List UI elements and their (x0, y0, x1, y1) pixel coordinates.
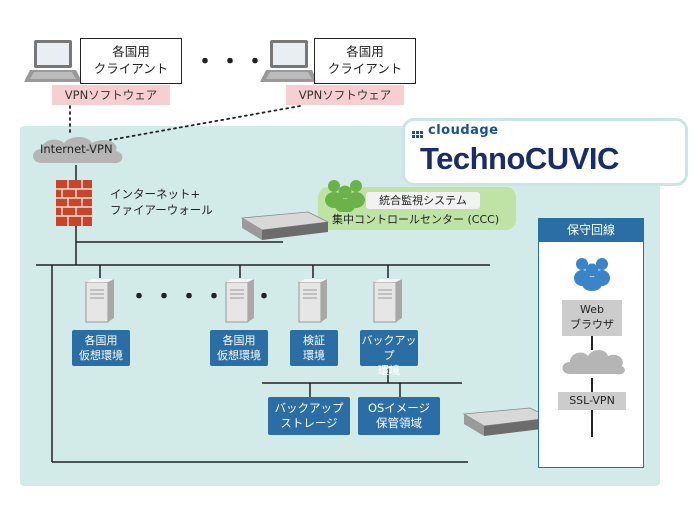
logo-frame (402, 118, 688, 186)
network-switch-icon (460, 404, 552, 448)
storage-label-line1: OSイメージ (367, 401, 431, 415)
firewall-label-line2: ファイアーウォール (110, 203, 213, 217)
storage-label: バックアップ ストレージ (268, 397, 350, 435)
laptop-icon (22, 38, 82, 90)
storage-label-line1: バックアップ (274, 401, 344, 415)
server-label: 各国用 仮想環境 (210, 330, 268, 366)
client-box: 各国用 クライアント (314, 38, 416, 84)
people-icon (322, 178, 368, 216)
server-label-line2: 環境 (378, 364, 400, 377)
server-label-line1: 検証 (303, 334, 325, 347)
cloud-icon (560, 346, 626, 384)
people-icon (572, 256, 612, 296)
server-label: 各国用 仮想環境 (72, 330, 130, 366)
maintenance-connector (591, 410, 593, 437)
web-label-line1: Web (580, 303, 604, 316)
ccc-title: 統合監視システム (366, 192, 480, 209)
network-switch-icon (238, 208, 330, 248)
storage-label-line2: 保管領域 (376, 416, 422, 430)
server-icon (297, 278, 329, 328)
ssl-vpn-label: SSL-VPN (558, 392, 626, 410)
logo-small-text: cloudage (428, 123, 499, 138)
maintenance-title: 保守回線 (538, 218, 644, 242)
vpn-software-label: VPNソフトウェア (52, 85, 170, 105)
web-browser-label: Web ブラウザ (562, 300, 622, 336)
maintenance-connector (591, 336, 593, 350)
client-line2: クライアント (93, 61, 169, 76)
server-icon (372, 278, 404, 328)
internet-vpn-label: Internet-VPN (40, 142, 113, 156)
server-label-line1: 各国用 (222, 334, 256, 347)
firewall-label-line1: インターネット+ (110, 187, 201, 201)
web-label-line2: ブラウザ (570, 318, 614, 331)
vpn-software-label: VPNソフトウェア (286, 85, 404, 105)
server-label-line1: 各国用 (84, 334, 118, 347)
server-label-line2: 仮想環境 (217, 349, 261, 362)
storage-label: OSイメージ 保管領域 (358, 397, 440, 435)
client-line2: クライアント (327, 61, 403, 76)
storage-label-line2: ストレージ (280, 416, 338, 430)
logo-main-text: TechnoCUVIC (420, 141, 619, 176)
firewall-icon (56, 180, 92, 230)
server-label: 検証 環境 (290, 330, 338, 366)
server-label-line2: 環境 (303, 349, 325, 362)
server-icon (224, 278, 256, 328)
server-label: バックアップ 環境 (360, 330, 418, 377)
maintenance-connector (591, 378, 593, 392)
cloud-icon (28, 133, 128, 173)
server-label-line1: バックアップ (361, 334, 417, 362)
client-line1: 各国用 (346, 44, 384, 59)
ccc-subtitle: 集中コントロールセンター (CCC) (332, 213, 500, 226)
laptop-icon (258, 38, 318, 90)
server-label-line2: 仮想環境 (79, 349, 123, 362)
vpn-dotted-line (109, 105, 301, 141)
client-box: 各国用 クライアント (80, 38, 182, 84)
client-line1: 各国用 (112, 44, 150, 59)
server-icon (84, 278, 116, 328)
cloudage-grid-icon (412, 126, 426, 145)
firewall-label: インターネット+ ファイアーウォール (110, 186, 213, 218)
